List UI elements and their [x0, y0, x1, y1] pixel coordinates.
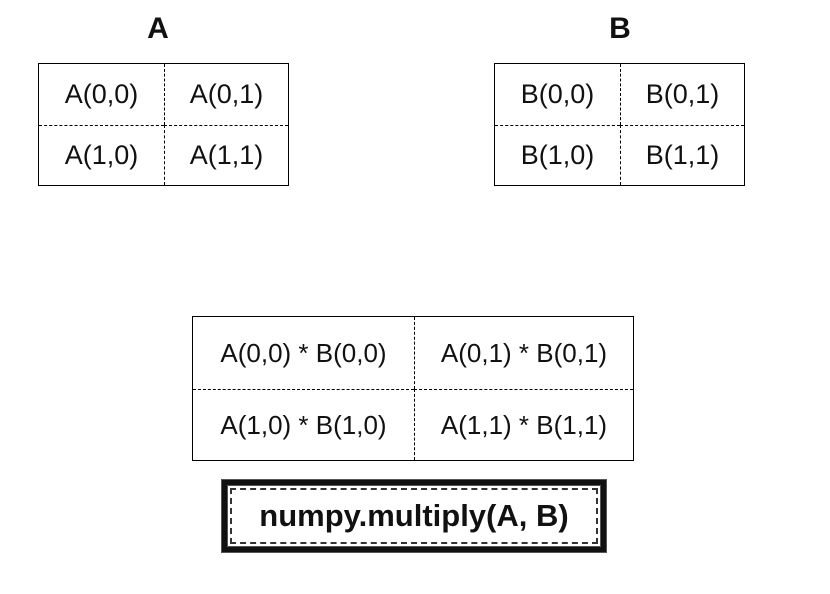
matrix-a-grid: A(0,0) A(0,1) A(1,0) A(1,1)	[38, 63, 289, 186]
matrix-a-cell-0-0: A(0,0)	[64, 79, 139, 109]
result-cell-1-0: A(1,0) * B(1,0)	[193, 389, 414, 460]
matrix-a-cell-1-1: A(1,1)	[164, 125, 288, 185]
result-cell-0-1: A(0,1) * B(0,1)	[414, 317, 633, 389]
matrix-b-cell-0-0: B(0,0)	[520, 79, 595, 109]
matrix-b-title: B	[609, 12, 631, 45]
matrix-b-cell-1-1: B(1,1)	[620, 125, 744, 185]
matrix-a-cell-1-0: A(1,0)	[39, 125, 164, 185]
matrix-b-grid: B(0,0) B(0,1) B(1,0) B(1,1)	[494, 63, 745, 186]
matrix-b-cell-1-0: B(1,0)	[495, 125, 620, 185]
function-label: numpy.multiply(A, B)	[222, 480, 606, 552]
matrix-a-cell-0-1: A(0,1)	[164, 64, 288, 125]
matrix-b-cell-0-1: B(0,1)	[620, 64, 744, 125]
result-cell-1-1: A(1,1) * B(1,1)	[414, 389, 633, 460]
matrix-a-title: A	[147, 12, 169, 45]
result-cell-0-0: A(0,0) * B(0,0)	[220, 337, 387, 368]
result-grid: A(0,0) * B(0,0) A(0,1) * B(0,1) A(1,0) *…	[192, 316, 634, 461]
